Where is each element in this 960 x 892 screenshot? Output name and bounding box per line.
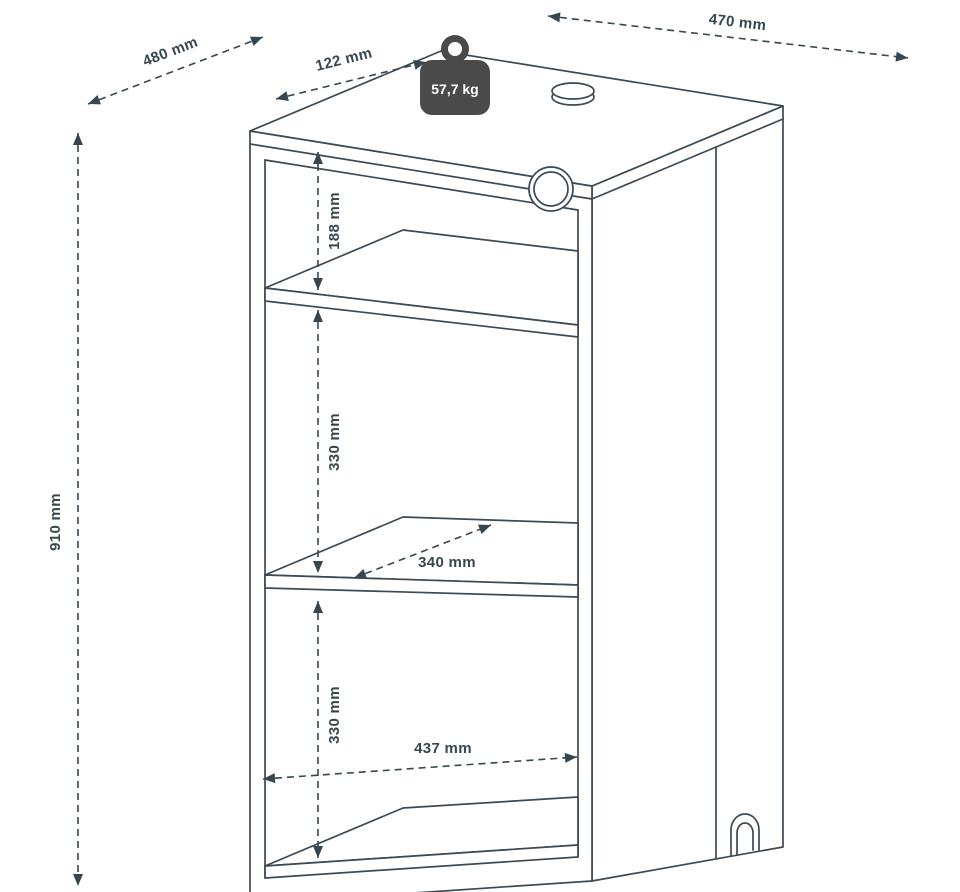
cable-cutout-outer: [730, 813, 760, 857]
weight-badge: 57,7 kg: [420, 35, 490, 115]
dimension-shelf-depth: 340 mm: [353, 524, 492, 579]
dimension-shelf-depth-line: [353, 524, 492, 579]
dimension-inner-width-line: [262, 752, 578, 784]
dimension-inner-width: 437 mm: [262, 740, 578, 784]
cabinet-side-panel: [591, 105, 784, 882]
dimension-compartment-middle-label: 330 mm: [326, 413, 343, 471]
dimension-compartment-top: 188 mm: [313, 152, 343, 290]
dimension-shelf-depth-label: 340 mm: [418, 554, 476, 571]
dimension-width-total-line: [547, 12, 909, 62]
top-cylinder-top: [551, 82, 595, 100]
dimension-annotations: 480 mm 122 mm 470 mm 910 mm 188 mm: [47, 11, 909, 886]
dimension-width-total-label: 470 mm: [708, 11, 767, 35]
shelf-1-front: [264, 287, 579, 338]
dimension-compartment-bottom: 330 mm: [313, 601, 343, 858]
cabinet-drawing: [249, 50, 784, 892]
bottom-panel-front: [264, 844, 579, 879]
weight-value-label: 57,7 kg: [431, 81, 478, 97]
dimension-depth-total-line: [87, 36, 264, 105]
top-grommet-inner: [533, 171, 569, 207]
dimension-compartment-top-label: 188 mm: [326, 192, 343, 250]
shelf-2-front: [264, 574, 579, 598]
dimension-depth-total: 480 mm: [87, 34, 264, 105]
dimension-compartment-bottom-label: 330 mm: [326, 686, 343, 744]
dimension-top-back-offset-line: [275, 60, 427, 101]
weight-body: [420, 60, 490, 115]
dimension-top-back-offset-label: 122 mm: [314, 44, 374, 74]
dimension-height-total-label: 910 mm: [47, 493, 64, 551]
top-grommet-outer: [528, 166, 574, 212]
cabinet-top-edge-band: [249, 118, 784, 200]
dimension-inner-width-label: 437 mm: [414, 740, 472, 757]
dimension-compartment-middle: 330 mm: [313, 310, 343, 573]
dimension-height-total: 910 mm: [47, 133, 83, 886]
dimension-width-total: 470 mm: [547, 11, 909, 62]
cable-cutout-inner: [736, 822, 754, 856]
weight-handle-hole: [448, 42, 462, 56]
